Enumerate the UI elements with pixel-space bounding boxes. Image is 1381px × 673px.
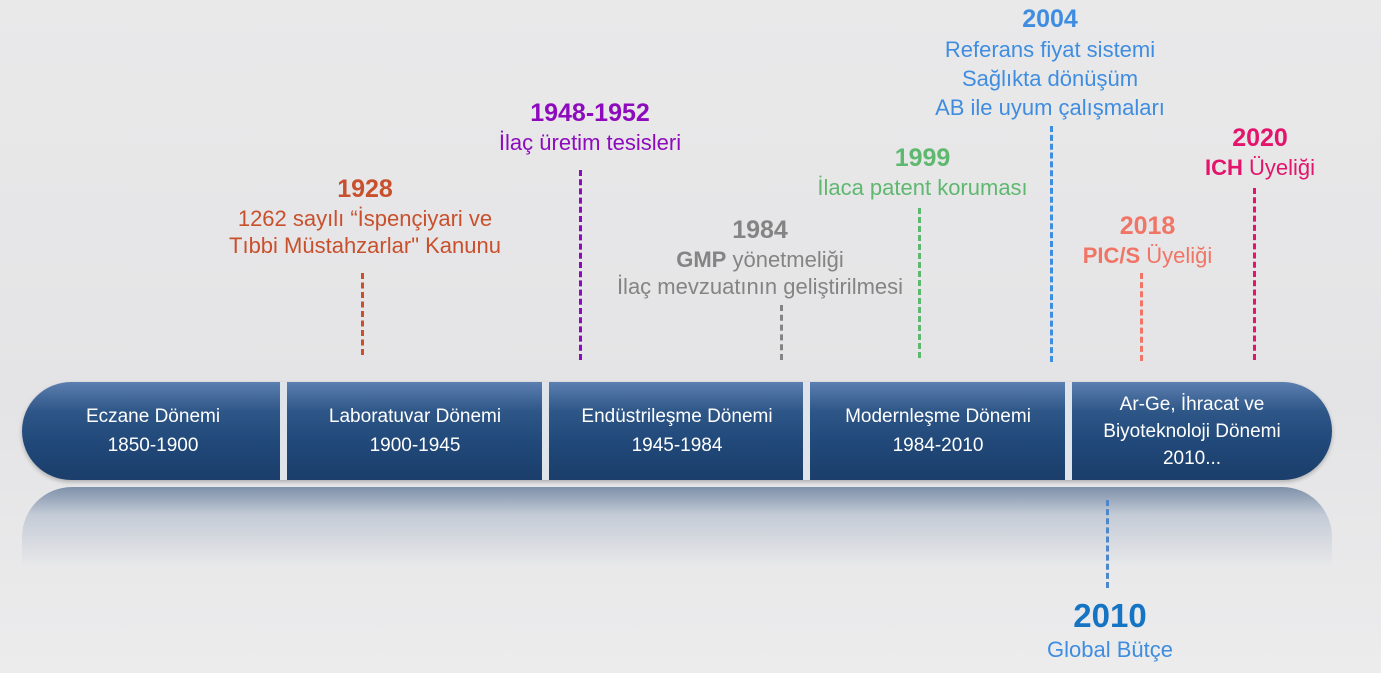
connector-2004 (1050, 126, 1053, 362)
connector-2018 (1140, 273, 1143, 361)
period-eczane: Eczane Dönemi 1850-1900 (22, 382, 284, 480)
bar-reflection (22, 487, 1332, 567)
event-text-bold: GMP (676, 247, 727, 272)
event-2010: 2010 Global Bütçe (1020, 596, 1200, 663)
period-name: Modernleşme Dönemi (845, 406, 1031, 427)
period-name: Endüstrileşme Dönemi (581, 406, 773, 427)
event-year: 1928 (337, 175, 393, 203)
period-years: 1945-1984 (631, 435, 723, 456)
period-divider (1065, 382, 1072, 480)
event-text: 1262 sayılı “İspençiyari ve (237, 206, 493, 231)
timeline-bar: Eczane Dönemi 1850-1900 Laboratuvar Döne… (22, 382, 1332, 480)
period-divider (803, 382, 810, 480)
event-text-bold: PIC/S (1082, 243, 1141, 268)
event-year: 1948-1952 (530, 99, 650, 127)
event-1928: 1928 1262 sayılı “İspençiyari ve Tıbbi M… (205, 174, 525, 259)
event-text: Global Bütçe (1047, 637, 1173, 662)
event-year: 2020 (1232, 124, 1288, 152)
event-year: 1984 (732, 216, 788, 244)
event-text: Üyeliği (1242, 155, 1316, 180)
period-years: 1850-1900 (107, 435, 199, 456)
event-1948-1952: 1948-1952 İlaç üretim tesisleri (470, 98, 710, 156)
event-text: yönetmeliği (726, 247, 844, 272)
period-modernlesme: Modernleşme Dönemi 1984-2010 (810, 382, 1066, 480)
period-name: Laboratuvar Dönemi (328, 406, 502, 427)
event-text: İlaca patent koruması (817, 175, 1028, 200)
event-text-bold: ICH (1204, 155, 1243, 180)
event-year: 2010 (1073, 597, 1147, 634)
event-2004: 2004 Referans fiyat sistemi Sağlıkta dön… (915, 4, 1185, 122)
period-divider (280, 382, 287, 480)
connector-1984 (780, 305, 783, 360)
period-endustrilesme: Endüstrileşme Dönemi 1945-1984 (549, 382, 805, 480)
connector-2010 (1106, 500, 1109, 588)
connector-1948 (579, 170, 582, 360)
event-1984: 1984 GMP yönetmeliği İlaç mevzuatının ge… (590, 215, 930, 300)
period-years: 2010... (1162, 447, 1222, 469)
event-year: 2004 (1022, 5, 1078, 33)
connector-1999 (918, 208, 921, 358)
event-year: 1999 (894, 144, 951, 172)
event-1999: 1999 İlaca patent koruması (800, 143, 1045, 201)
period-divider (542, 382, 549, 480)
connector-2020 (1253, 188, 1256, 360)
event-text: Sağlıkta dönüşüm (961, 66, 1139, 91)
event-2018: 2018 PIC/S Üyeliği (1060, 211, 1235, 269)
event-2020: 2020 ICH Üyeliği (1185, 123, 1335, 181)
event-text: İlaç üretim tesisleri (498, 130, 682, 155)
event-text: Üyeliği (1140, 243, 1213, 268)
event-text: Tıbbi Müstahzarlar" Kanunu (229, 233, 501, 258)
period-arge: Ar-Ge, İhracat ve Biyoteknoloji Dönemi 2… (1072, 382, 1312, 480)
period-laboratuvar: Laboratuvar Dönemi 1900-1945 (287, 382, 543, 480)
event-year: 2018 (1119, 212, 1176, 240)
period-years: 1984-2010 (892, 435, 984, 456)
connector-1928 (361, 273, 364, 355)
period-name-line2: Biyoteknoloji Dönemi (1103, 420, 1281, 442)
period-name: Eczane Dönemi (85, 406, 221, 427)
period-years: 1900-1945 (369, 435, 461, 456)
period-name: Ar-Ge, İhracat ve (1119, 393, 1265, 415)
event-text: İlaç mevzuatının geliştirilmesi (616, 274, 904, 299)
event-text: Referans fiyat sistemi (944, 37, 1156, 62)
event-text: AB ile uyum çalışmaları (935, 95, 1165, 120)
